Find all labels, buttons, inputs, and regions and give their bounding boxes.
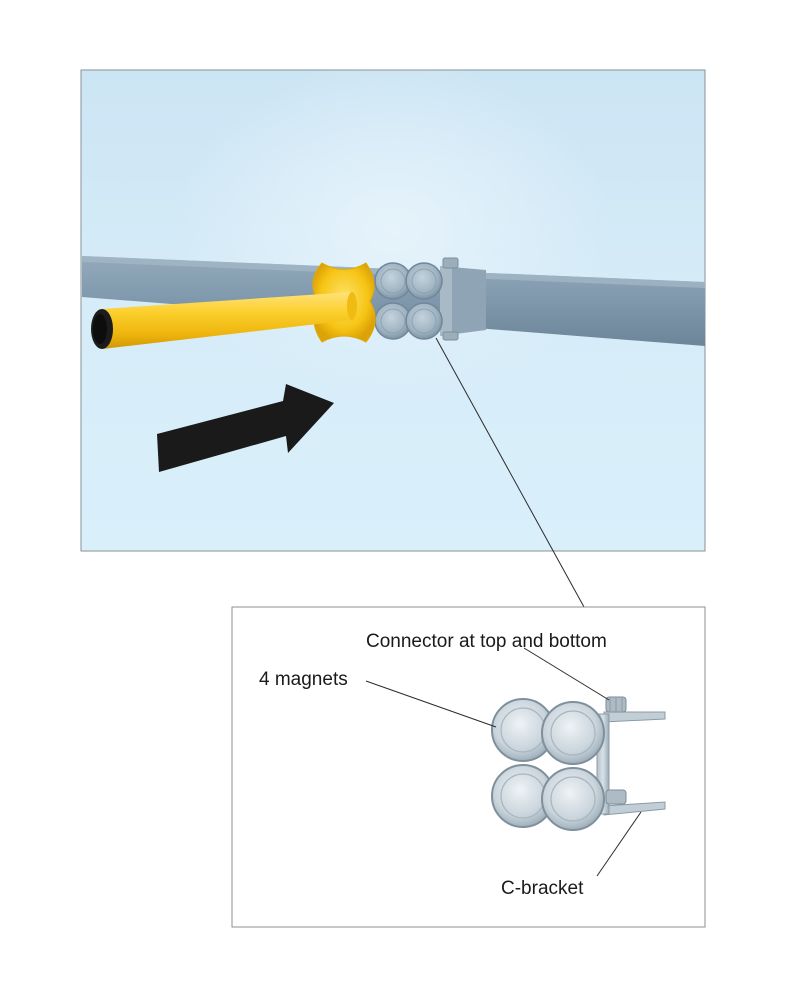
c-bracket-label: C-bracket [501, 878, 584, 899]
connector-leader [523, 647, 610, 701]
connector-label: Connector at top and bottom [366, 631, 607, 652]
magnets-label: 4 magnets [259, 669, 348, 690]
yellow-rod [91, 292, 357, 349]
detail-panel: Connector at top and bottom 4 magnets C-… [231, 606, 706, 928]
magnet-cluster [374, 262, 443, 340]
magnets-detail [491, 698, 605, 831]
magnets-leader [365, 680, 497, 728]
direction-arrow [157, 384, 334, 472]
bracket-leader [596, 811, 642, 877]
beam-bracket [440, 257, 486, 341]
zoom-leader-line [435, 337, 585, 608]
scene-panel [80, 69, 706, 552]
